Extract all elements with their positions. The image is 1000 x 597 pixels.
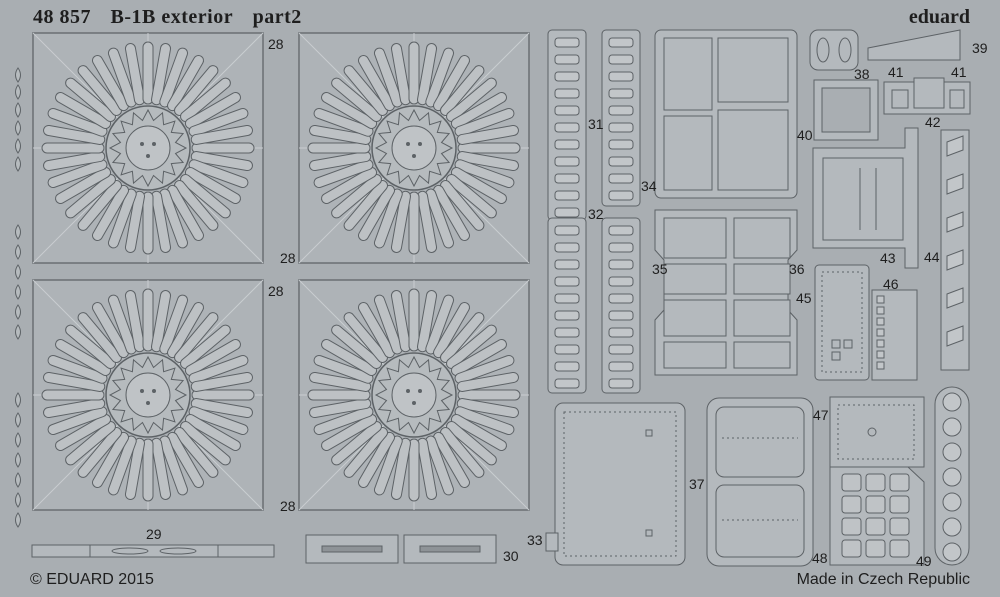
panel-part-37 <box>706 397 814 567</box>
fret-part: part2 <box>252 6 302 28</box>
fan-face-part-28 <box>32 32 264 264</box>
product-code: 48 857 <box>33 6 91 28</box>
label-part-38: 38 <box>854 66 870 82</box>
label-part-29: 29 <box>146 526 162 542</box>
label-part-48: 48 <box>812 550 828 566</box>
label-part-31: 31 <box>588 116 604 132</box>
fan-face-part-28 <box>298 32 530 264</box>
product-name: B-1B exterior <box>110 6 234 28</box>
label-part-46: 46 <box>883 276 899 292</box>
label-part-49: 49 <box>916 553 932 569</box>
strip-part-29 <box>31 544 275 558</box>
fan-face-part-28 <box>32 279 264 511</box>
label-part-37: 37 <box>689 476 705 492</box>
panel-parts-47-48 <box>829 396 925 566</box>
origin-text: Made in Czech Republic <box>796 571 970 588</box>
panel-part-34 <box>654 29 798 199</box>
label-part-44: 44 <box>924 249 940 265</box>
brand-logo: eduard <box>908 6 970 28</box>
label-part-41: 41 <box>951 64 967 80</box>
label-part-33: 33 <box>527 532 543 548</box>
fan-face-part-28 <box>298 279 530 511</box>
small-parts-38-42 <box>809 29 971 141</box>
copyright-text: © EDUARD 2015 <box>30 571 154 588</box>
label-part-35: 35 <box>652 261 668 277</box>
label-part-34: 34 <box>641 178 657 194</box>
label-part-42: 42 <box>925 114 941 130</box>
label-part-47: 47 <box>813 407 829 423</box>
label-part-45: 45 <box>796 290 812 306</box>
plate-part-30 <box>305 534 497 564</box>
disc-strip-part-49 <box>934 386 970 566</box>
fret-title: 48 857 B-1B exterior part2 <box>33 6 316 29</box>
label-part-40: 40 <box>797 127 813 143</box>
label-part-28: 28 <box>280 250 296 266</box>
label-part-32: 32 <box>588 206 604 222</box>
label-part-41: 41 <box>888 64 904 80</box>
label-part-28: 28 <box>280 498 296 514</box>
strip-part-44 <box>940 129 970 371</box>
plate-part-33 <box>545 402 686 566</box>
label-part-39: 39 <box>972 40 988 56</box>
label-part-30: 30 <box>503 548 519 564</box>
label-part-36: 36 <box>789 261 805 277</box>
label-part-43: 43 <box>880 250 896 266</box>
panel-parts-35-36 <box>654 209 798 376</box>
label-part-28: 28 <box>268 36 284 52</box>
sprue-drops <box>15 67 21 528</box>
panel-part-43 <box>812 127 919 269</box>
panel-parts-45-46 <box>814 264 918 381</box>
label-part-28: 28 <box>268 283 284 299</box>
ladder-parts-31-32 <box>547 29 641 394</box>
